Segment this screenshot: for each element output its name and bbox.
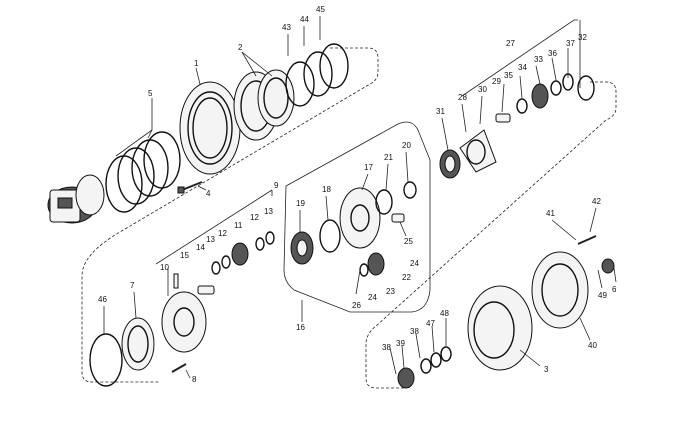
label-7: 7 — [130, 281, 135, 290]
parts-20-21-rings — [375, 181, 417, 215]
part-8-bolt — [171, 363, 187, 373]
label-44: 44 — [300, 15, 309, 24]
label-8: 8 — [192, 375, 197, 384]
label-14: 14 — [196, 243, 205, 252]
part-28-carrier-flange — [459, 129, 497, 173]
part-7-bearing — [121, 317, 155, 371]
label-13-left: 13 — [206, 235, 215, 244]
label-36: 36 — [548, 49, 557, 58]
parts-11-13-planet-gear — [211, 231, 275, 275]
part-15-pin — [173, 273, 179, 289]
part-18-ring — [319, 219, 341, 253]
label-45: 45 — [316, 5, 325, 14]
label-9: 9 — [274, 181, 279, 190]
label-39: 39 — [396, 339, 405, 348]
label-28: 28 — [458, 93, 467, 102]
label-25: 25 — [404, 237, 413, 246]
label-20: 20 — [402, 141, 411, 150]
part-42-bolt — [577, 235, 597, 245]
part-10-carrier — [161, 291, 207, 353]
parts-22-24-planet-gear — [359, 252, 385, 277]
label-22: 22 — [402, 273, 411, 282]
label-38-left: 38 — [382, 343, 391, 352]
label-29: 29 — [492, 77, 501, 86]
label-24-upper: 24 — [410, 259, 419, 268]
label-18: 18 — [322, 185, 331, 194]
part-40-cover-gear — [531, 251, 589, 329]
label-6: 6 — [612, 285, 617, 294]
label-43: 43 — [282, 23, 291, 32]
label-3: 3 — [544, 365, 549, 374]
label-26: 26 — [352, 301, 361, 310]
leader-lines — [103, 16, 617, 379]
label-33: 33 — [534, 55, 543, 64]
label-47: 47 — [426, 319, 435, 328]
label-42: 42 — [592, 197, 601, 206]
label-12-right: 12 — [250, 213, 259, 222]
assembly-path-right — [365, 81, 617, 389]
label-15: 15 — [180, 251, 189, 260]
label-27: 27 — [506, 39, 515, 48]
label-17: 17 — [364, 163, 373, 172]
parts-38-47-48-rings — [420, 346, 452, 374]
label-2: 2 — [238, 43, 243, 52]
part-17-carrier — [339, 187, 381, 249]
label-35: 35 — [504, 71, 513, 80]
label-34: 34 — [518, 63, 527, 72]
label-19: 19 — [296, 199, 305, 208]
part-6-plug — [601, 258, 615, 274]
label-31: 31 — [436, 107, 445, 116]
part-2-bearings — [233, 69, 295, 141]
label-5: 5 — [148, 89, 153, 98]
parts-35-37-rings — [516, 73, 595, 114]
label-12-left: 12 — [218, 229, 227, 238]
label-16: 16 — [296, 323, 305, 332]
label-46: 46 — [98, 295, 107, 304]
label-1: 1 — [194, 59, 199, 68]
label-10: 10 — [160, 263, 169, 272]
part-labels: 45 44 43 2 1 5 4 27 37 32 36 33 34 35 29… — [98, 5, 617, 384]
part-46-ring — [89, 333, 123, 387]
label-32: 32 — [578, 33, 587, 42]
label-24-lower: 24 — [368, 293, 377, 302]
part-4-bolt — [177, 181, 203, 194]
label-11: 11 — [234, 221, 243, 230]
part-5-seal-set — [105, 131, 181, 213]
part-34-gear — [531, 83, 549, 109]
label-49: 49 — [598, 291, 607, 300]
label-41: 41 — [546, 209, 555, 218]
part-14-pin — [197, 285, 215, 295]
assembly-path-top — [81, 47, 379, 383]
label-37: 37 — [566, 39, 575, 48]
part-39-gear — [397, 367, 415, 389]
part-29-pin — [495, 113, 511, 123]
parts-43-45-rings — [285, 43, 349, 107]
group-16-outline — [283, 121, 431, 313]
label-30: 30 — [478, 85, 487, 94]
part-1-ring-gear — [179, 81, 241, 175]
part-3-housing — [467, 285, 533, 371]
label-4: 4 — [206, 189, 211, 198]
part-25-pin — [391, 213, 405, 223]
label-38-right: 38 — [410, 327, 419, 336]
label-40: 40 — [588, 341, 597, 350]
part-31-sun-gear — [439, 149, 461, 179]
label-13-right: 13 — [264, 207, 273, 216]
label-48: 48 — [440, 309, 449, 318]
label-23: 23 — [386, 287, 395, 296]
label-21: 21 — [384, 153, 393, 162]
motor-housing — [47, 174, 105, 224]
part-19-gear — [290, 231, 314, 265]
